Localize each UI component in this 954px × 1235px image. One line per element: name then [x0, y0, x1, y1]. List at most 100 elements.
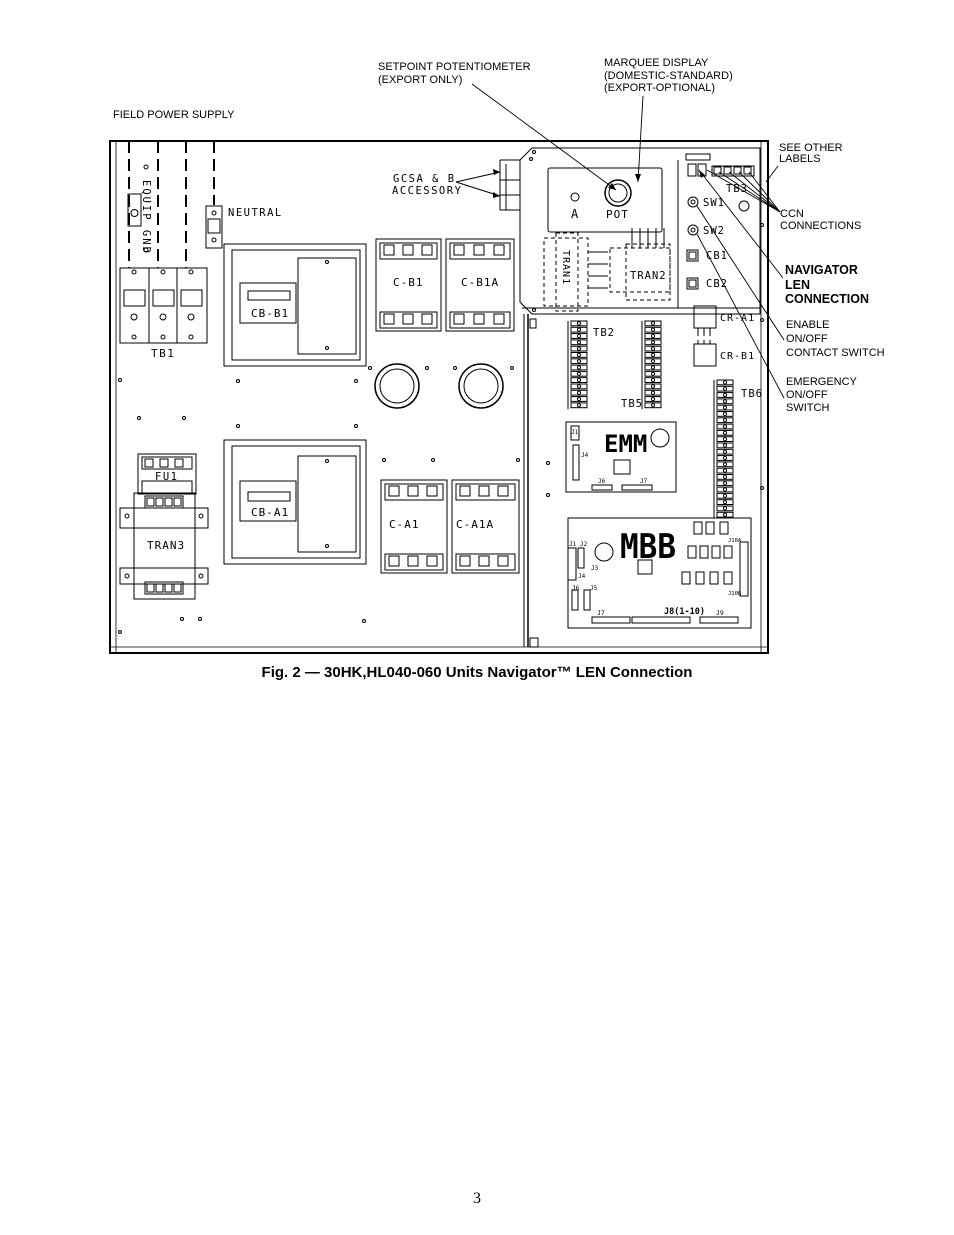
tran2-transformer: TRAN2 [609, 228, 671, 301]
pot-a-label: A [571, 207, 579, 221]
j5-label: J5 [590, 585, 598, 592]
neutral-label: NEUTRAL [228, 207, 283, 219]
callout-line: SEE OTHER [779, 142, 843, 154]
contactor-c-a1: C-A1 [380, 479, 448, 574]
tb2-label: TB2 [593, 327, 615, 339]
field-power-wires [128, 141, 215, 268]
callout-line: MARQUEE DISPLAY [604, 57, 709, 69]
terminal [716, 436, 734, 443]
cb-b1-label: CB-B1 [251, 307, 289, 320]
terminal [716, 455, 734, 461]
terminal-screw [576, 390, 582, 395]
terminal-screw [650, 340, 656, 345]
callout-line: (DOMESTIC-STANDARD) [604, 69, 733, 82]
terminal [570, 402, 588, 409]
terminal [570, 320, 588, 327]
equip-gnd-lug: EQUIP GND [127, 180, 152, 255]
terminal [716, 492, 734, 499]
terminal-screw [722, 493, 728, 498]
see-other-labels-callout: SEE OTHER LABELS [779, 143, 843, 165]
terminal-screw [576, 378, 582, 383]
tran1-label: TRAN1 [560, 250, 571, 285]
terminal [644, 358, 662, 365]
terminal-screw [722, 468, 728, 473]
terminal [570, 339, 588, 346]
cb2-label: CB2 [706, 278, 728, 290]
terminal-screw [722, 392, 728, 398]
terminal [716, 486, 734, 493]
knockout [458, 363, 504, 409]
terminal-screw [576, 333, 582, 339]
ccn-connections-callout: CCN CONNECTIONS [780, 208, 861, 232]
figure-caption: Fig. 2 — 30HK,HL040-060 Units Navigator™… [261, 664, 693, 681]
sw1-label: SW1 [703, 197, 725, 209]
callout-line: SWITCH [786, 402, 830, 414]
terminal-screw [650, 378, 656, 383]
terminal [716, 385, 734, 392]
terminal-screw [576, 384, 582, 389]
terminal [716, 423, 734, 430]
j10b-label: J10B [728, 591, 742, 597]
callout-line: CONTACT SWITCH [786, 347, 885, 359]
emergency-switch-callout: EMERGENCY ON/OFF SWITCH [786, 376, 857, 415]
terminal [716, 448, 734, 455]
terminal-screw [650, 403, 656, 408]
callout-line: CONNECTION [785, 292, 870, 306]
mounting-holes [118, 223, 764, 634]
terminal [644, 333, 662, 339]
terminal-screw [650, 352, 656, 357]
j9-label: J9 [716, 609, 724, 617]
terminal-screw [576, 365, 582, 370]
terminal-screw [576, 340, 582, 345]
terminal [644, 320, 662, 327]
terminal-screw [722, 399, 728, 404]
fu1-fuse-block: FU1 [137, 453, 197, 495]
terminal [570, 352, 588, 358]
j7-label: J7 [640, 478, 648, 485]
terminal [570, 389, 588, 396]
marquee-display: A POT [547, 167, 663, 233]
tb5-terminal-strip [641, 320, 662, 410]
j6-label: J6 [598, 478, 606, 485]
terminal-screw [650, 371, 656, 376]
callout-line: LABELS [779, 153, 821, 165]
tb2-terminal-strip [567, 320, 588, 410]
terminal-screw [650, 346, 656, 351]
callout-line: ON/OFF [786, 389, 828, 401]
terminal [716, 398, 734, 405]
terminal-screw [722, 462, 728, 467]
tran2-label: TRAN2 [630, 270, 667, 282]
terminal-screw [722, 481, 728, 486]
terminal [570, 377, 588, 384]
terminal-screw [722, 380, 728, 385]
terminal-screw [576, 352, 582, 357]
terminal-screw [722, 443, 728, 448]
neutral-block: NEUTRAL [205, 205, 283, 249]
contactor-c-b1: C-B1 [375, 238, 442, 332]
terminal-screw [650, 333, 656, 339]
terminal-screw [722, 405, 728, 410]
terminal-screw [722, 430, 728, 435]
gcsa-label: GCSA & B [393, 173, 456, 185]
tb3-label: TB3 [726, 183, 748, 195]
contactor-c-b1a: C-B1A [445, 238, 515, 332]
terminal-screw [722, 474, 728, 479]
callout-line: (EXPORT-OPTIONAL) [604, 82, 716, 94]
cb-a1-label: CB-A1 [251, 506, 289, 519]
terminal [716, 411, 734, 417]
terminal [644, 377, 662, 384]
marquee-display-callout: MARQUEE DISPLAY (DOMESTIC-STANDARD) (EXP… [604, 57, 733, 95]
terminal-screw [650, 321, 656, 326]
terminal [716, 442, 734, 449]
sw2-switch [687, 224, 699, 236]
cb-b1-breaker: CB-B1 [223, 243, 367, 367]
tb1-label: TB1 [151, 347, 175, 360]
callout-line: (EXPORT ONLY) [378, 73, 463, 86]
terminal-screw [722, 506, 728, 511]
terminal-screw [722, 424, 728, 429]
navigator-len-connection-callout: NAVIGATOR LEN CONNECTION [785, 263, 869, 307]
terminal [716, 379, 734, 386]
c-b1a-label: C-B1A [461, 276, 499, 289]
terminal-screw [576, 321, 582, 326]
tb5-label: TB5 [621, 398, 643, 410]
